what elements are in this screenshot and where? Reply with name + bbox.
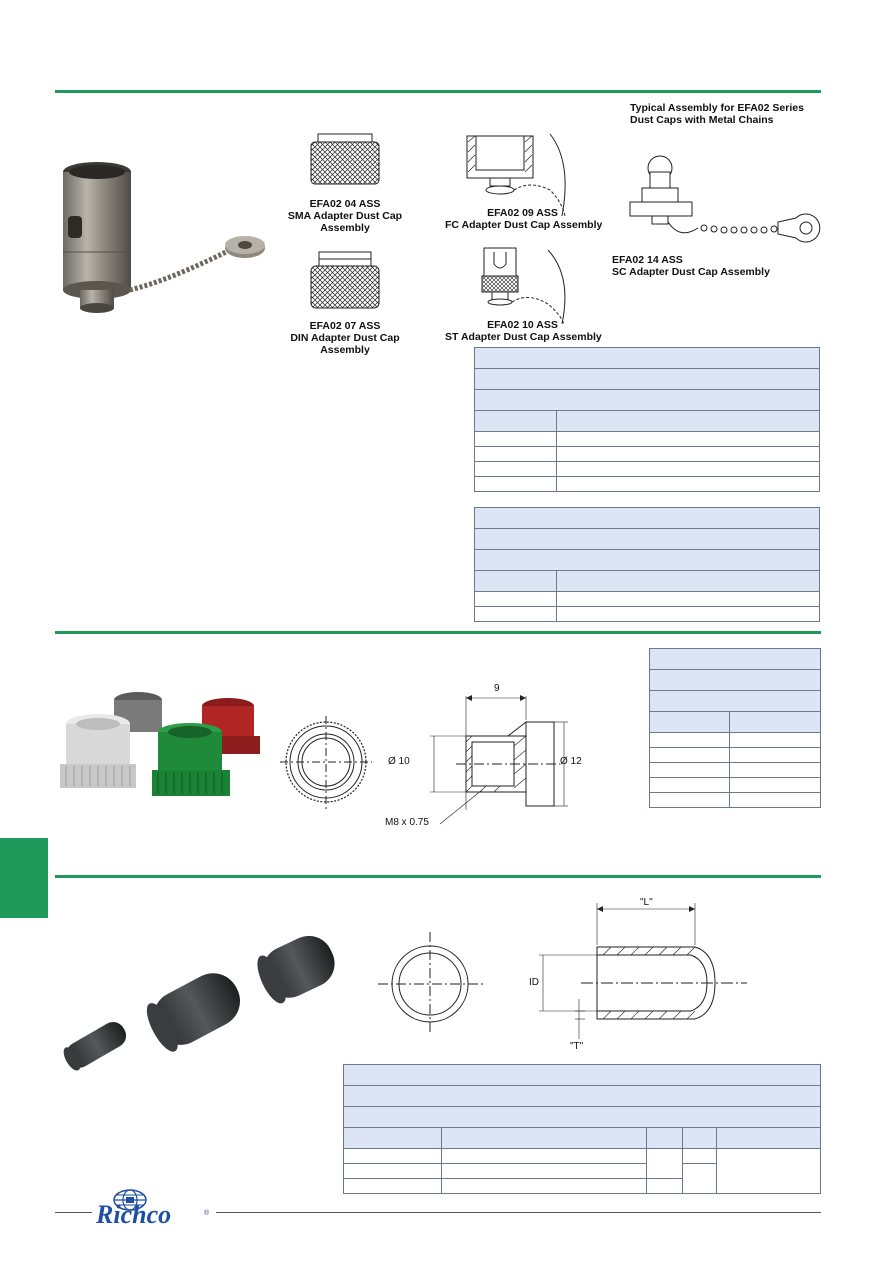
width-dimension: 9	[494, 683, 500, 694]
table-header-cell	[474, 410, 557, 432]
footer-rule	[55, 1212, 821, 1213]
st-product-label: EFA02 10 ASS ST Adapter Dust Cap Assembl…	[445, 319, 602, 343]
table-row	[343, 1163, 821, 1194]
table-band	[474, 528, 820, 550]
table-row	[343, 1178, 821, 1194]
table-row	[474, 476, 820, 492]
section-rule-top	[55, 90, 821, 93]
table-band	[474, 347, 820, 369]
section-side-tab	[0, 838, 48, 918]
table-band	[649, 690, 821, 712]
caption-line: Typical Assembly for EFA02 Series	[630, 102, 804, 114]
product-line: SC Adapter Dust Cap Assembly	[612, 266, 770, 278]
table-row	[474, 591, 820, 607]
thickness-dimension: "T"	[570, 1041, 584, 1052]
knurled-cap-section-view	[430, 695, 568, 825]
table-header-cell	[716, 1127, 821, 1149]
sc-product-label: EFA02 14 ASS SC Adapter Dust Cap Assembl…	[612, 254, 770, 278]
table-band	[474, 389, 820, 411]
caption-line: Dust Caps with Metal Chains	[630, 114, 774, 126]
thread-dimension: M8 x 0.75	[385, 817, 429, 828]
table-header-cell	[682, 1127, 717, 1149]
section-rule-bottom	[55, 875, 821, 878]
product-line: Assembly	[320, 222, 370, 234]
colored-caps-photo	[60, 692, 260, 796]
table-row	[649, 747, 821, 763]
fc-product-label: EFA02 09 ASS FC Adapter Dust Cap Assembl…	[445, 207, 603, 231]
table-band	[649, 669, 821, 691]
table-header-cell	[343, 1127, 442, 1149]
table-band	[474, 507, 820, 529]
table-header-cell	[649, 711, 730, 733]
product-line: SMA Adapter Dust Cap	[287, 210, 403, 222]
knurled-cap-end-view	[280, 716, 372, 812]
product-line: EFA02 04 ASS	[309, 198, 381, 210]
footer-logo: Richco ®	[92, 1186, 216, 1234]
table-row	[649, 777, 821, 793]
din-dust-cap-drawing	[310, 251, 380, 309]
length-dimension: "L"	[640, 897, 653, 908]
table-header-cell	[474, 570, 557, 592]
table-header-cell	[441, 1127, 647, 1149]
table-row	[474, 446, 820, 462]
table-header-cell	[556, 410, 820, 432]
table-band	[474, 549, 820, 571]
table-band	[649, 648, 821, 670]
sma-dust-cap-drawing	[310, 133, 380, 185]
typical-assembly-caption: Typical Assembly for EFA02 Series Dust C…	[630, 102, 804, 126]
table-row	[649, 762, 821, 778]
table-row	[343, 1148, 821, 1194]
registered-mark: ®	[204, 1210, 210, 1217]
outer-diameter-dimension: Ø 12	[560, 756, 582, 767]
table-header-row	[343, 1127, 821, 1149]
table-band	[343, 1064, 821, 1086]
table-band	[343, 1085, 821, 1107]
table-band	[474, 368, 820, 390]
spec-table-3	[649, 648, 821, 808]
table-row	[649, 732, 821, 748]
product-line: ST Adapter Dust Cap Assembly	[445, 331, 602, 343]
tube-cap-end-view	[378, 932, 484, 1034]
product-line: DIN Adapter Dust Cap	[290, 332, 400, 344]
tube-cap-section-view	[539, 903, 747, 1039]
product-line: Assembly	[320, 344, 370, 356]
table-header-row	[474, 410, 820, 432]
product-line: FC Adapter Dust Cap Assembly	[445, 219, 603, 231]
table-header-cell	[556, 570, 820, 592]
section-rule-middle	[55, 631, 821, 634]
table-row	[474, 431, 820, 447]
table-header-cell	[729, 711, 821, 733]
spec-table-2	[474, 507, 820, 622]
globe-icon	[113, 1189, 147, 1211]
product-line: EFA02 09 ASS	[487, 207, 558, 219]
inner-diameter-label: ID	[529, 977, 539, 988]
sma-product-label: EFA02 04 ASS SMA Adapter Dust Cap Assemb…	[270, 198, 420, 234]
table-row	[474, 461, 820, 477]
efa02-assembly-photo	[63, 162, 265, 313]
table-row	[474, 606, 820, 622]
fc-dust-cap-drawing	[466, 133, 566, 217]
st-dust-cap-drawing	[481, 247, 566, 325]
spec-table-4	[343, 1064, 821, 1194]
table-row	[649, 792, 821, 808]
table-header-row	[649, 711, 821, 733]
brand-name: Richco	[96, 1200, 172, 1229]
table-header-row	[474, 570, 820, 592]
product-line: EFA02 07 ASS	[309, 320, 381, 332]
sc-dust-cap-drawing	[629, 155, 821, 243]
spec-table-1	[474, 347, 820, 492]
table-band	[343, 1106, 821, 1128]
table-header-cell	[646, 1127, 683, 1149]
product-line: EFA02 10 ASS	[487, 319, 558, 331]
product-line: EFA02 14 ASS	[612, 254, 683, 266]
inner-diameter-dimension: Ø 10	[388, 756, 410, 767]
din-product-label: EFA02 07 ASS DIN Adapter Dust Cap Assemb…	[270, 320, 420, 356]
black-caps-photo	[63, 935, 335, 1071]
